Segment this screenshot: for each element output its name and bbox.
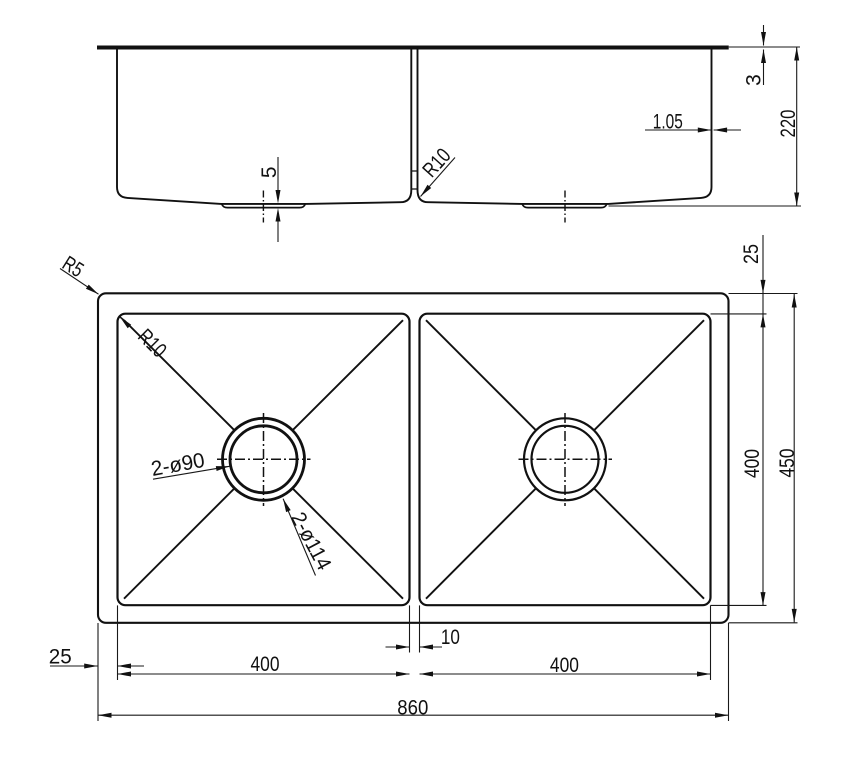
svg-text:5: 5 (258, 166, 281, 178)
svg-text:3: 3 (743, 74, 766, 86)
svg-text:R5: R5 (58, 252, 87, 282)
svg-text:R10: R10 (133, 325, 170, 362)
svg-text:220: 220 (777, 110, 800, 138)
svg-text:400: 400 (741, 449, 764, 478)
svg-text:2-ø114: 2-ø114 (286, 509, 336, 575)
svg-text:450: 450 (776, 449, 799, 478)
svg-text:400: 400 (251, 653, 280, 676)
svg-text:25: 25 (740, 244, 763, 264)
svg-text:R10: R10 (418, 144, 455, 182)
svg-text:25: 25 (49, 646, 72, 669)
svg-text:860: 860 (397, 696, 428, 719)
svg-text:1.05: 1.05 (653, 111, 683, 134)
svg-text:2-ø90: 2-ø90 (149, 449, 206, 481)
svg-text:400: 400 (550, 654, 579, 677)
svg-text:10: 10 (441, 626, 460, 649)
